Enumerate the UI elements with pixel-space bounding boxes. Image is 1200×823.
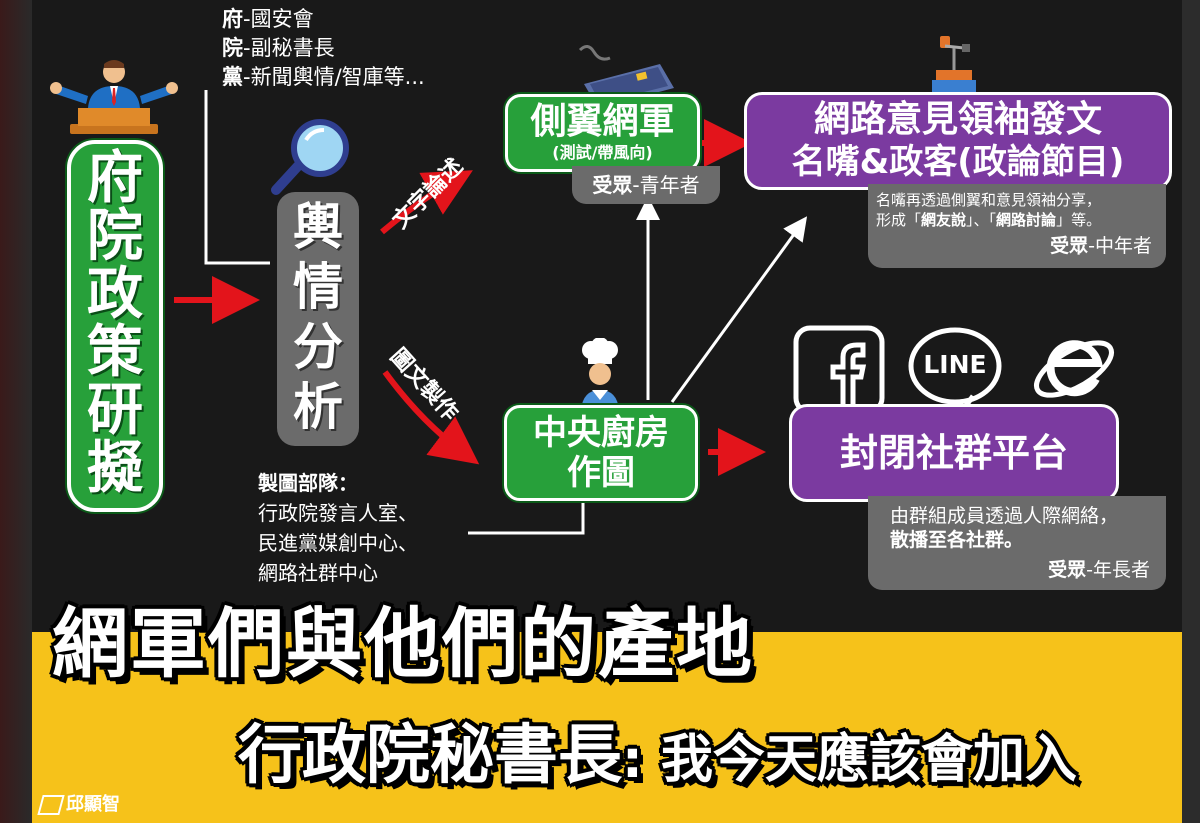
closed-platform-box: 封閉社群平台 xyxy=(789,404,1119,502)
leaders-description: 名嘴再透過側翼和意見領袖分享， 形成「網友說」、「網路討論」等。 受眾-中年者 xyxy=(868,184,1166,268)
right-frame xyxy=(1182,0,1200,823)
leaders-audience: 受眾-中年者 xyxy=(1050,235,1152,257)
note-line-3: 黨-新聞輿情/智庫等... xyxy=(222,65,425,89)
line-icon-text: LINE xyxy=(923,350,987,379)
policy-drafting-box: 府院政策研擬 xyxy=(67,140,163,512)
team-line-3: 網路社群中心 xyxy=(258,561,378,585)
watermark-logo: 邱顯智 xyxy=(37,790,120,816)
text-route-arrow xyxy=(380,170,473,235)
side-army-audience: 受眾-青年者 xyxy=(572,166,720,204)
image-route-arrow xyxy=(382,370,480,465)
line-app-icon: LINE xyxy=(907,326,1003,416)
opinion-analysis-label: 輿情分析 xyxy=(293,198,343,436)
chef-icon xyxy=(581,338,619,410)
graphics-team-notes: 製圖部隊： 行政院發言人室、 民進黨媒創中心、 網路社群中心 xyxy=(258,468,418,588)
closed-platform-description: 由群組成員透過人際網絡， 散播至各社群。 受眾-年長者 xyxy=(868,496,1166,590)
policy-drafting-label: 府院政策研擬 xyxy=(87,146,143,501)
microphone-stand-icon xyxy=(932,36,976,92)
kitchen-to-leaders-arrow xyxy=(670,216,808,403)
subheadline: 行政院秘書長: 我今天應該會加入 xyxy=(238,719,1077,793)
opinion-analysis-box: 輿情分析 xyxy=(277,192,359,446)
headline: 網軍們與他們的產地 xyxy=(52,599,754,688)
caption-banner xyxy=(32,632,1182,823)
team-connector xyxy=(468,500,585,535)
note-line-2: 院-副秘書長 xyxy=(222,36,335,60)
central-kitchen-box: 中央廚房 作圖 xyxy=(504,405,698,501)
team-line-1: 行政院發言人室、 xyxy=(258,501,418,525)
leaders-title-line2: 名嘴&政客(政論節目) xyxy=(791,142,1125,182)
side-army-box: 側翼網軍 (測試/帶風向) xyxy=(505,94,700,172)
kitchen-line2: 作圖 xyxy=(567,453,635,493)
internet-explorer-icon xyxy=(1034,340,1114,398)
closed-platform-audience: 受眾-年長者 xyxy=(1048,559,1150,581)
team-title: 製圖部隊： xyxy=(258,471,358,495)
closed-platform-title: 封閉社群平台 xyxy=(839,431,1068,475)
magnifying-glass-icon xyxy=(271,119,349,195)
side-army-subtitle: (測試/帶風向) xyxy=(552,143,653,162)
speaker-at-podium-icon xyxy=(50,60,178,134)
side-army-title: 側翼網軍 xyxy=(530,101,675,142)
watermark-icon xyxy=(37,795,65,815)
note-line-1: 府-國安會 xyxy=(222,7,314,31)
notes-connector xyxy=(204,90,270,265)
left-frame xyxy=(0,0,32,823)
leaders-title-line1: 網路意見領袖發文 xyxy=(813,99,1102,140)
opinion-leaders-box: 網路意見領袖發文 名嘴&政客(政論節目) xyxy=(744,92,1172,190)
source-notes: 府-國安會 院-副秘書長 黨-新聞輿情/智庫等... xyxy=(222,5,425,92)
kitchen-line1: 中央廚房 xyxy=(533,413,669,453)
team-line-2: 民進黨媒創中心、 xyxy=(258,531,418,555)
facebook-icon xyxy=(793,325,885,415)
